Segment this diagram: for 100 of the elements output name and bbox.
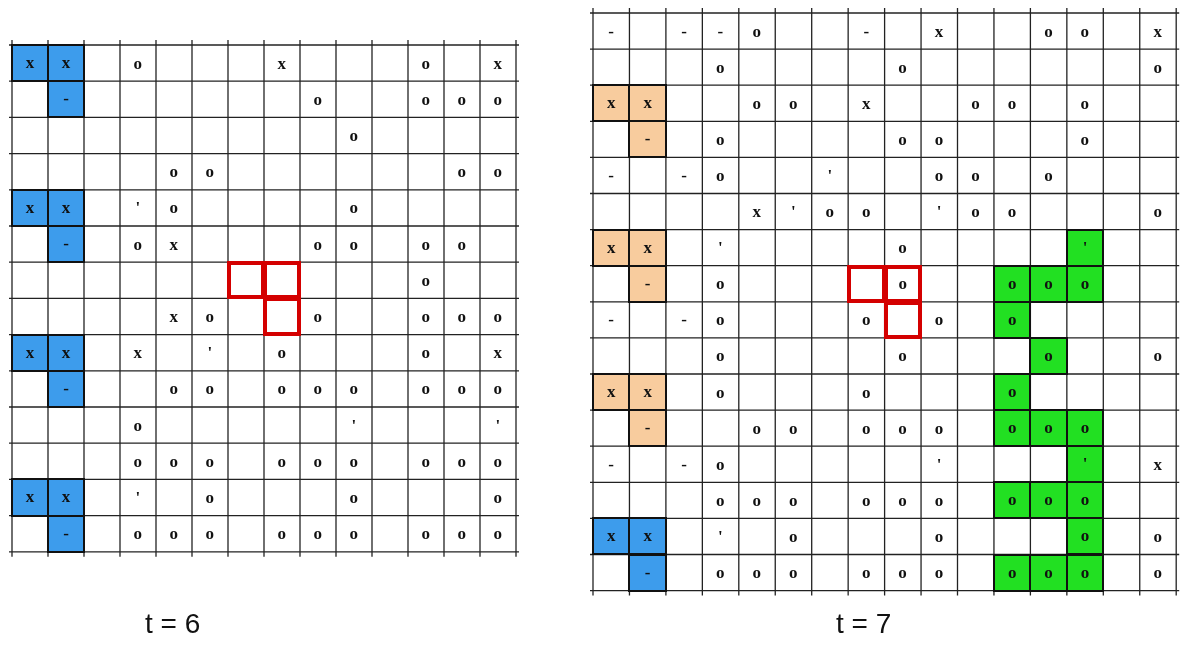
cell-mark: o bbox=[313, 452, 322, 470]
highlighted-cell: - bbox=[47, 225, 85, 264]
highlighted-cell: x bbox=[11, 333, 49, 372]
cell-mark: o bbox=[1007, 94, 1017, 112]
cell-mark: x bbox=[493, 54, 502, 72]
cell-mark: o bbox=[133, 416, 142, 434]
highlighted-cell: x bbox=[628, 84, 667, 123]
cell-mark: o bbox=[716, 166, 725, 184]
cell-mark: o bbox=[457, 90, 466, 108]
cell-mark: o bbox=[861, 564, 871, 582]
cell-mark: x bbox=[169, 308, 178, 325]
highlighted-cell: x bbox=[47, 188, 85, 227]
cell-mark: o bbox=[421, 344, 430, 362]
cell-mark: o bbox=[898, 491, 907, 509]
highlighted-cell: x bbox=[592, 228, 631, 267]
cell-mark: ' bbox=[135, 199, 141, 217]
highlighted-cell: x bbox=[592, 373, 631, 412]
cell-mark: ' bbox=[827, 166, 833, 184]
cell-mark: o bbox=[752, 94, 761, 112]
highlighted-cell: o bbox=[1065, 517, 1105, 556]
cell-mark: o bbox=[934, 491, 944, 509]
cell-mark: o bbox=[169, 199, 178, 217]
cell-mark: o bbox=[205, 525, 214, 543]
cell-mark: o bbox=[1080, 94, 1090, 112]
highlighted-cell: o bbox=[992, 553, 1032, 592]
highlighted-cell: - bbox=[628, 264, 667, 303]
cell-mark: - bbox=[681, 166, 687, 184]
cell-mark: o bbox=[349, 380, 358, 398]
cell-mark: o bbox=[1007, 203, 1017, 221]
cell-mark: o bbox=[313, 308, 322, 325]
cell-mark: x bbox=[752, 203, 761, 221]
cell-mark: o bbox=[493, 489, 502, 506]
highlighted-cell: x bbox=[11, 188, 49, 227]
cell-mark: o bbox=[277, 344, 286, 362]
cell-mark: o bbox=[313, 90, 322, 108]
highlighted-cell: o bbox=[992, 264, 1032, 303]
cell-mark: o bbox=[716, 383, 725, 401]
cell-mark: o bbox=[716, 311, 725, 329]
cell-mark: - bbox=[863, 22, 870, 40]
cell-mark: - bbox=[608, 166, 614, 184]
cell-mark: o bbox=[934, 564, 944, 582]
cell-mark: o bbox=[133, 54, 142, 72]
cell-mark: o bbox=[1153, 203, 1162, 221]
cell-mark: o bbox=[349, 525, 358, 543]
cell-mark: o bbox=[421, 452, 430, 470]
cell-mark: o bbox=[1153, 58, 1162, 76]
cell-mark: o bbox=[752, 419, 761, 437]
cell-mark: o bbox=[277, 525, 286, 543]
cell-mark: o bbox=[421, 54, 430, 72]
cell-mark: o bbox=[169, 163, 178, 181]
cell-mark: o bbox=[493, 90, 502, 108]
cell-mark: o bbox=[493, 525, 502, 543]
cell-mark: o bbox=[421, 380, 430, 398]
cell-mark: o bbox=[861, 311, 871, 329]
cell-mark: ' bbox=[936, 455, 942, 473]
cell-mark: o bbox=[825, 203, 834, 221]
cell-mark: x bbox=[169, 235, 178, 253]
cell-mark: o bbox=[457, 308, 466, 325]
cell-mark: o bbox=[1044, 22, 1053, 40]
cell-mark: o bbox=[716, 347, 725, 365]
cell-mark: o bbox=[934, 311, 944, 329]
cell-mark: o bbox=[716, 455, 725, 473]
highlighted-cell: x bbox=[11, 478, 49, 517]
cell-mark: o bbox=[1153, 347, 1162, 365]
highlighted-cell: o bbox=[1065, 553, 1105, 592]
cell-mark: o bbox=[898, 347, 907, 365]
cell-mark: ' bbox=[351, 416, 357, 434]
highlighted-cell: x bbox=[47, 478, 85, 517]
cell-mark: o bbox=[421, 271, 430, 289]
highlighted-cell: o bbox=[1029, 336, 1068, 375]
cell-mark: o bbox=[457, 235, 466, 253]
cell-mark: o bbox=[1153, 564, 1162, 582]
cell-mark: o bbox=[898, 130, 907, 148]
highlighted-cell: x bbox=[11, 44, 49, 83]
highlighted-cell: o bbox=[1065, 481, 1105, 520]
highlighted-cell: o bbox=[1029, 409, 1068, 448]
highlighted-cell: o bbox=[992, 300, 1032, 339]
cell-mark: x bbox=[934, 22, 944, 40]
highlighted-cell: o bbox=[1065, 264, 1105, 303]
cell-mark: o bbox=[349, 235, 358, 253]
cell-mark: x bbox=[493, 344, 502, 362]
cell-mark: o bbox=[861, 419, 871, 437]
cell-mark: o bbox=[971, 203, 980, 221]
cell-mark: o bbox=[493, 452, 502, 470]
outlined-cell bbox=[263, 297, 301, 336]
highlighted-cell: o bbox=[1029, 264, 1068, 303]
highlighted-cell: ' bbox=[1065, 445, 1105, 484]
highlighted-cell: o bbox=[992, 373, 1032, 412]
cell-mark: o bbox=[169, 452, 178, 470]
cell-mark: ' bbox=[718, 239, 723, 257]
cell-mark: o bbox=[205, 380, 214, 398]
cell-mark: o bbox=[421, 308, 430, 325]
cell-mark: o bbox=[716, 130, 725, 148]
cell-mark: o bbox=[716, 491, 725, 509]
cell-mark: x bbox=[861, 94, 871, 112]
cell-mark: o bbox=[752, 564, 761, 582]
time-caption: t = 7 bbox=[836, 608, 892, 640]
cell-mark: o bbox=[788, 564, 798, 582]
cell-mark: o bbox=[716, 275, 725, 293]
cell-mark: o bbox=[313, 235, 322, 253]
